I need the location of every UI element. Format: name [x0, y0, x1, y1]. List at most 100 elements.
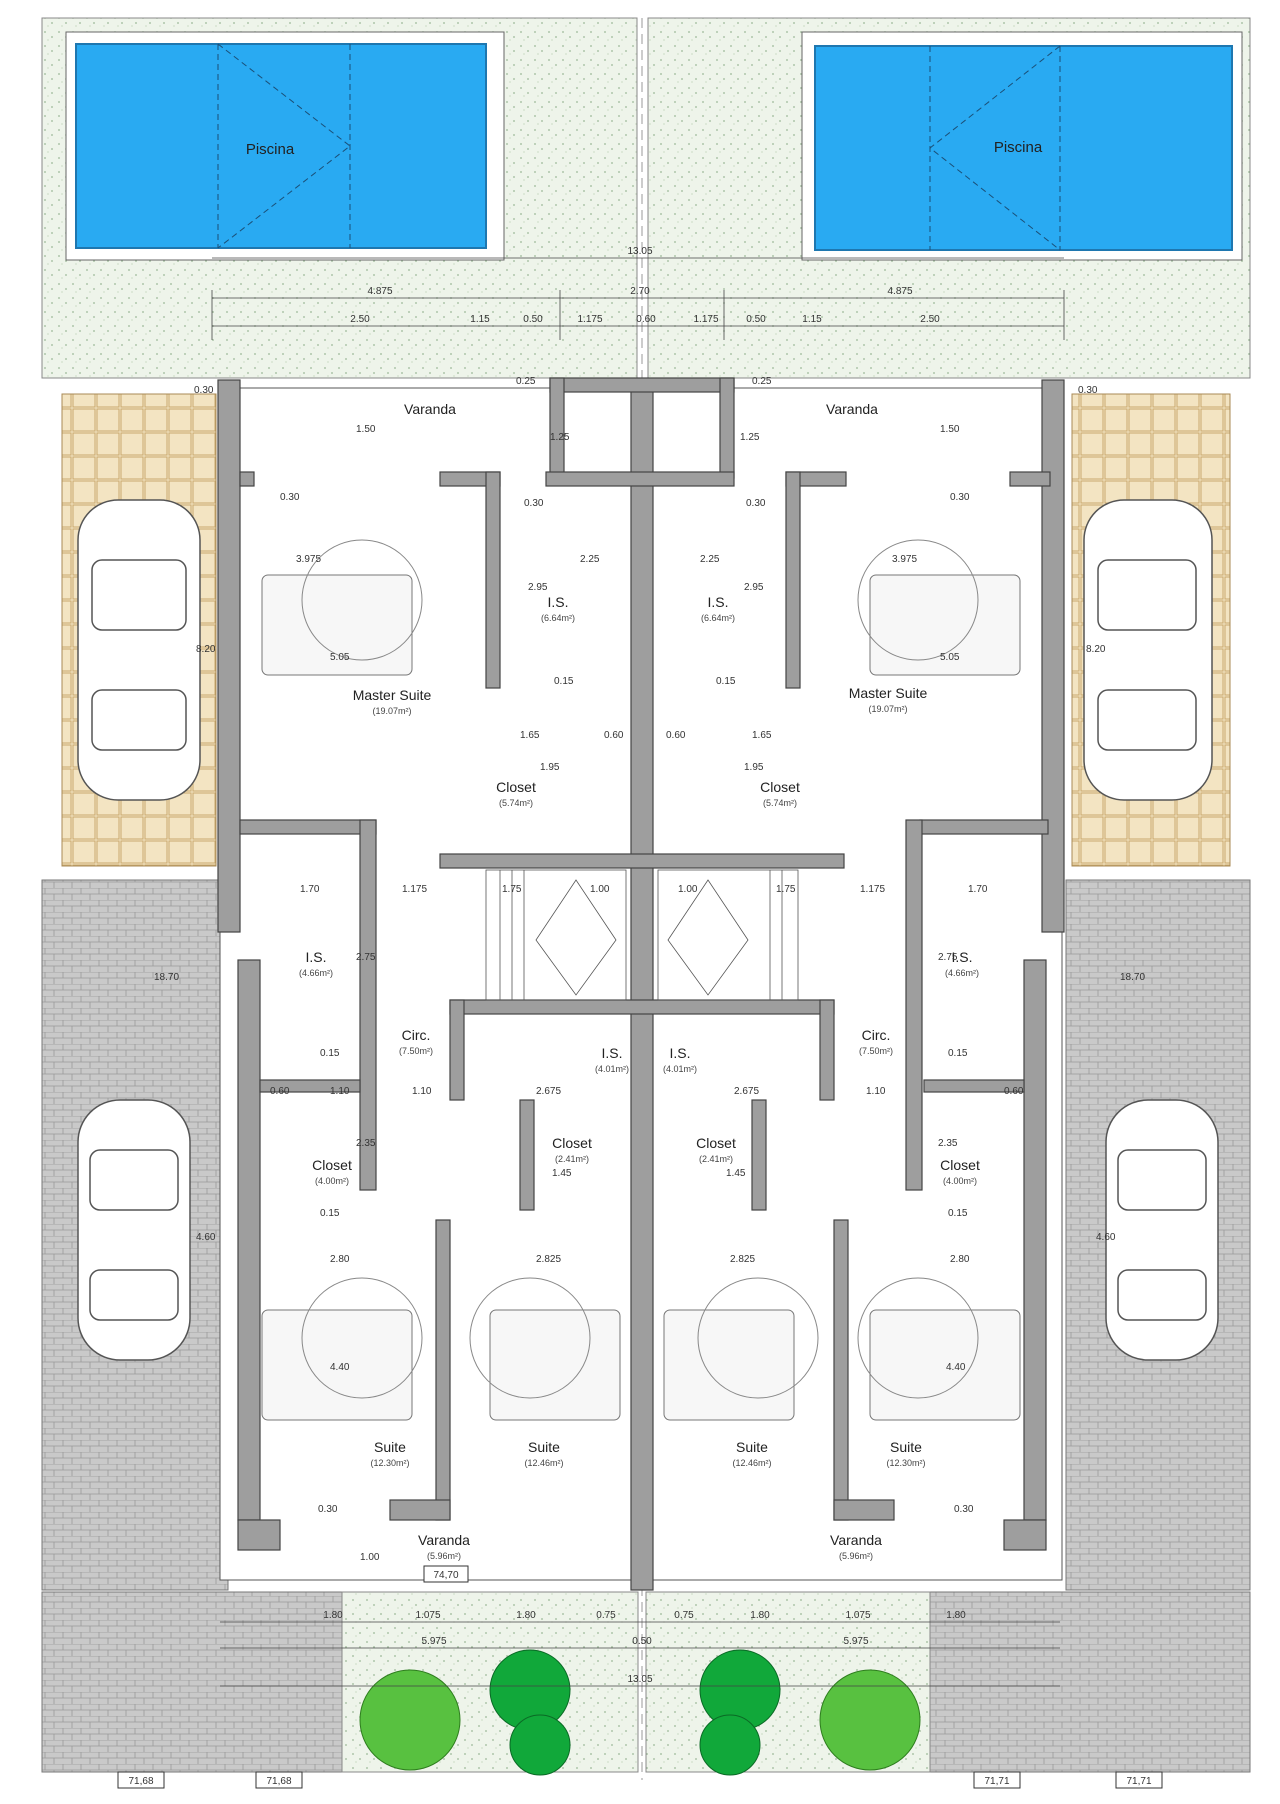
dim-280-left: 2.80 — [330, 1254, 350, 1265]
dim-115-right: 1.15 — [802, 314, 822, 325]
dim-v440-a: 4.40 — [330, 1362, 350, 1373]
label-closet-top-right: Closet — [760, 779, 800, 795]
stairs — [485, 869, 799, 1001]
dim-b180-center-left: 1.80 — [516, 1610, 536, 1621]
dim-v125-left: 1.25 — [550, 432, 570, 443]
bed-suite-3-icon — [663, 1309, 795, 1421]
label-is-mid-left: I.S. — [305, 949, 326, 965]
dim-015-f: 0.15 — [948, 1208, 968, 1219]
dim-b5975-right: 5.975 — [843, 1636, 868, 1647]
dim-3975-right: 3.975 — [892, 554, 917, 565]
area-is-top-right: (6.64m²) — [701, 613, 735, 623]
label-closet-center-left: Closet — [552, 1135, 592, 1151]
label-closet-mid-right: Closet — [940, 1157, 980, 1173]
label-closet-top-left: Closet — [496, 779, 536, 795]
dim-1175-left: 1.175 — [577, 314, 602, 325]
label-suite-2: Suite — [528, 1439, 560, 1455]
label-suite-3: Suite — [736, 1439, 768, 1455]
dim-v195-left: 1.95 — [540, 762, 560, 773]
dim-b180-right: 1.80 — [946, 1610, 966, 1621]
level-box-center — [423, 1565, 469, 1583]
dim-030-ml2: 0.30 — [524, 498, 544, 509]
dim-b075-left: 0.75 — [596, 1610, 616, 1621]
walls — [217, 377, 1065, 1591]
dim-100-right: 1.00 — [678, 884, 698, 895]
bottom-dimensions — [220, 1621, 1060, 1687]
area-is-center-left: (4.01m²) — [595, 1064, 629, 1074]
dim-030-bottom-right: 0.30 — [954, 1504, 974, 1515]
dim-v440-b: 4.40 — [946, 1362, 966, 1373]
dim-165-left: 1.65 — [520, 730, 540, 741]
area-suite-2: (12.46m²) — [524, 1458, 563, 1468]
dim-v150-right: 1.50 — [940, 424, 960, 435]
dim-v505-left: 5.05 — [330, 652, 350, 663]
area-is-mid-right: (4.66m²) — [945, 968, 979, 978]
label-is-center-right: I.S. — [669, 1045, 690, 1061]
dim-060-left: 0.60 — [604, 730, 624, 741]
area-suite-3: (12.46m²) — [732, 1458, 771, 1468]
bed-suite-4-icon — [869, 1309, 1021, 1421]
car-garage-left-icon — [77, 499, 201, 801]
dim-1175-mid-right: 1.175 — [860, 884, 885, 895]
level-bottom-1: 71,68 — [128, 1776, 153, 1787]
level-bottom-3: 71,71 — [984, 1776, 1009, 1787]
dim-015-a: 0.15 — [554, 676, 574, 687]
dim-v195-right: 1.95 — [744, 762, 764, 773]
dim-v235-left: 2.35 — [356, 1138, 376, 1149]
dim-v295-right: 2.95 — [744, 582, 764, 593]
dim-b5975-left: 5.975 — [421, 1636, 446, 1647]
label-varanda-top-right: Varanda — [826, 401, 878, 417]
dim-060-mid-right: 0.60 — [1004, 1086, 1024, 1097]
front-paving-left — [41, 1591, 343, 1773]
bed-suite-1-icon — [261, 1309, 413, 1421]
level-box-4 — [1115, 1771, 1163, 1789]
dim-170-left: 1.70 — [300, 884, 320, 895]
dim-b180-left: 1.80 — [323, 1610, 343, 1621]
dim-225-right: 2.25 — [700, 554, 720, 565]
level-box-3 — [973, 1771, 1021, 1789]
dim-015-c: 0.15 — [320, 1048, 340, 1059]
area-suite-4: (12.30m²) — [886, 1458, 925, 1468]
label-closet-mid-left: Closet — [312, 1157, 352, 1173]
dim-060-right: 0.60 — [666, 730, 686, 741]
label-is-top-left: I.S. — [547, 594, 568, 610]
area-is-mid-left: (4.66m²) — [299, 968, 333, 978]
level-bottom-4: 71,71 — [1126, 1776, 1151, 1787]
dim-b050: 0.50 — [632, 1636, 652, 1647]
bed-master-left-icon — [261, 574, 413, 676]
pool-left — [75, 43, 487, 249]
dim-v820-right: 8.20 — [1086, 644, 1106, 655]
dim-top-4875-left: 4.875 — [367, 286, 392, 297]
level-box-2 — [255, 1771, 303, 1789]
dim-b075-right: 0.75 — [674, 1610, 694, 1621]
bed-suite-2-icon — [489, 1309, 621, 1421]
dim-v125-right: 1.25 — [740, 432, 760, 443]
area-circ-right: (7.50m²) — [859, 1046, 893, 1056]
dim-100-left: 1.00 — [590, 884, 610, 895]
label-circ-left: Circ. — [402, 1027, 431, 1043]
label-varanda-top-left: Varanda — [404, 401, 456, 417]
pool-right — [814, 45, 1233, 251]
pool-right-stairs — [929, 45, 1061, 251]
area-circ-left: (7.50m²) — [399, 1046, 433, 1056]
dim-030-mr2: 0.30 — [950, 492, 970, 503]
dim-250-left: 2.50 — [350, 314, 370, 325]
dim-060-center: 0.60 — [636, 314, 656, 325]
area-closet-top-right: (5.74m²) — [763, 798, 797, 808]
dim-2825-right: 2.825 — [730, 1254, 755, 1265]
dim-b1075-right: 1.075 — [845, 1610, 870, 1621]
dim-b180-center-right: 1.80 — [750, 1610, 770, 1621]
level-box-1 — [117, 1771, 165, 1789]
bed-master-right-icon — [869, 574, 1021, 676]
dim-v275-right: 2.75 — [938, 952, 958, 963]
label-varanda-bottom-left: Varanda — [418, 1532, 470, 1548]
area-closet-mid-right: (4.00m²) — [943, 1176, 977, 1186]
label-suite-1: Suite — [374, 1439, 406, 1455]
dim-top-270: 2.70 — [630, 286, 650, 297]
car-garage-right-icon — [1083, 499, 1213, 801]
tree-icons — [359, 1649, 921, 1776]
area-varanda-bottom-left: (5.96m²) — [427, 1551, 461, 1561]
label-suite-4: Suite — [890, 1439, 922, 1455]
label-is-top-right: I.S. — [707, 594, 728, 610]
